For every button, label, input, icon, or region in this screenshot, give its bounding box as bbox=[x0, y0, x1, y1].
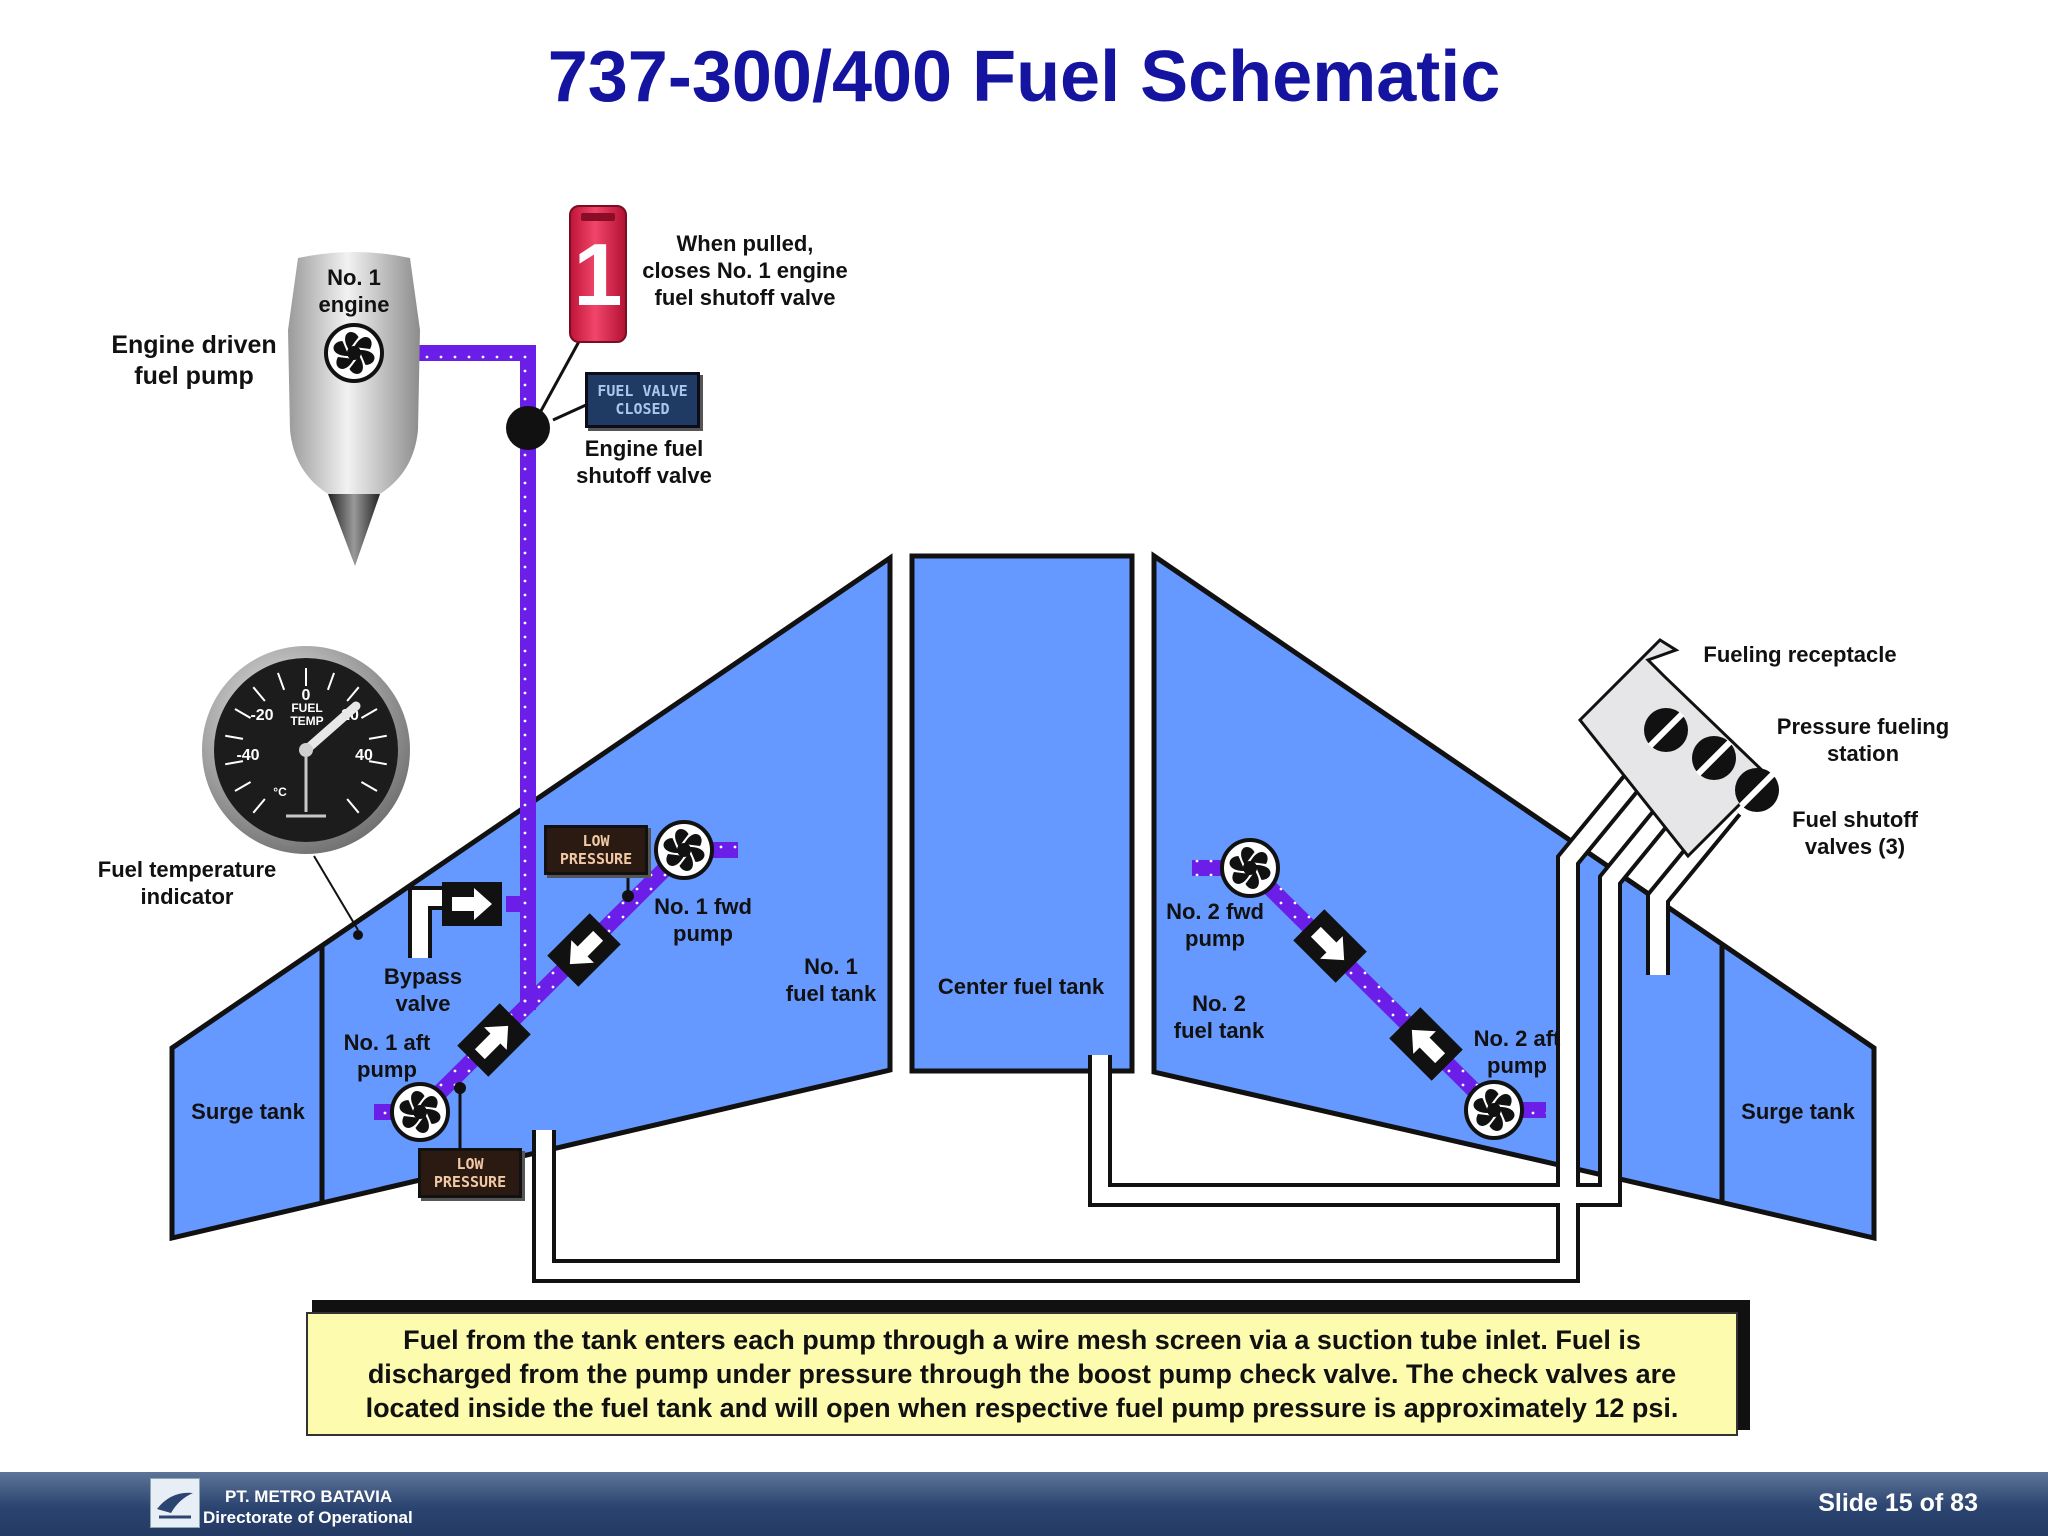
low-pressure-light-aft: LOW PRESSURE bbox=[418, 1148, 522, 1198]
fuel-shutoff-valve-icon bbox=[1644, 708, 1688, 752]
no2-fwd-pump-icon bbox=[1220, 838, 1280, 898]
engine-driven-pump-label: Engine driven fuel pump bbox=[111, 331, 277, 390]
gauge-tick-neg40: -40 bbox=[236, 747, 259, 764]
fuel-temp-indicator-label: Fuel temperature indicator bbox=[97, 857, 277, 909]
fuel-shutoff-valve-icon bbox=[1692, 736, 1736, 780]
center-tank bbox=[909, 553, 1135, 1074]
pressure-fueling-station bbox=[1577, 638, 1779, 859]
fueling-receptacle-label: Fueling receptacle bbox=[1703, 642, 1897, 667]
low-pressure-light-fwd: LOW PRESSURE bbox=[544, 825, 648, 875]
gauge-tick-neg20: -20 bbox=[250, 707, 273, 724]
fuel-temperature-gauge: -40 -20 0 20 40 °C bbox=[202, 646, 410, 854]
right-surge-tank-label: Surge tank bbox=[1741, 1099, 1855, 1124]
gauge-name: FUEL TEMP bbox=[290, 701, 324, 728]
no1-fwd-pump-icon bbox=[654, 820, 714, 880]
center-fuel-tank-label: Center fuel tank bbox=[937, 974, 1105, 999]
no1-aft-pump-label: No. 1 aft pump bbox=[343, 1030, 431, 1082]
slide-title: 737-300/400 Fuel Schematic bbox=[547, 37, 1501, 117]
left-surge-tank-label: Surge tank bbox=[191, 1099, 305, 1124]
fuel-shutoff-valve-icon bbox=[1735, 768, 1779, 812]
fire-handle-note: When pulled, closes No. 1 engine fuel sh… bbox=[642, 231, 848, 310]
fuel-shutoff-valves-label: Fuel shutoff valves (3) bbox=[1792, 807, 1918, 859]
no2-fwd-pump-label: No. 2 fwd pump bbox=[1166, 899, 1264, 951]
footer-bar bbox=[0, 1472, 2048, 1536]
engine-fuel-shutoff-valve-icon bbox=[506, 406, 550, 450]
no1-fwd-pump-label: No. 1 fwd pump bbox=[654, 894, 752, 946]
bypass-valve-label: Bypass valve bbox=[383, 964, 463, 1016]
company-name: PT. METRO BATAVIA Directorate of Operati… bbox=[203, 1486, 413, 1528]
no1-aft-pump-icon bbox=[390, 1082, 450, 1142]
company-line-2: Directorate of Operational bbox=[203, 1508, 413, 1527]
no2-fuel-tank-label: No. 2 fuel tank bbox=[1173, 991, 1265, 1043]
company-logo-icon bbox=[150, 1478, 200, 1528]
bypass-valve-icon bbox=[442, 882, 502, 926]
handle-top-plate bbox=[581, 213, 615, 221]
pressure-fueling-station-label: Pressure fueling station bbox=[1776, 714, 1950, 766]
engine-fire-handle[interactable]: 1 bbox=[569, 205, 627, 343]
no1-engine-label: No. 1 engine bbox=[318, 265, 390, 317]
gauge-tick-0: 0 bbox=[302, 687, 311, 704]
engine-fuel-shutoff-label: Engine fuel shutoff valve bbox=[576, 436, 712, 488]
right-wing-tank bbox=[1151, 551, 1877, 1242]
gauge-unit: °C bbox=[273, 785, 287, 799]
company-line-1: PT. METRO BATAVIA bbox=[225, 1487, 393, 1506]
engine-driven-pump-icon bbox=[324, 323, 384, 383]
no1-fuel-tank-label: No. 1 fuel tank bbox=[785, 954, 877, 1006]
fire-handle-number: 1 bbox=[573, 225, 623, 324]
explanation-note: Fuel from the tank enters each pump thro… bbox=[306, 1312, 1738, 1436]
gauge-needle bbox=[301, 701, 361, 755]
gauge-tick-40: 40 bbox=[355, 747, 373, 764]
slide-number: Slide 15 of 83 bbox=[1818, 1489, 1978, 1517]
no2-aft-pump-label: No. 2 aft pump bbox=[1473, 1026, 1561, 1078]
no2-aft-pump-icon bbox=[1464, 1080, 1524, 1140]
fuel-valve-closed-light: FUEL VALVE CLOSED bbox=[585, 372, 700, 428]
